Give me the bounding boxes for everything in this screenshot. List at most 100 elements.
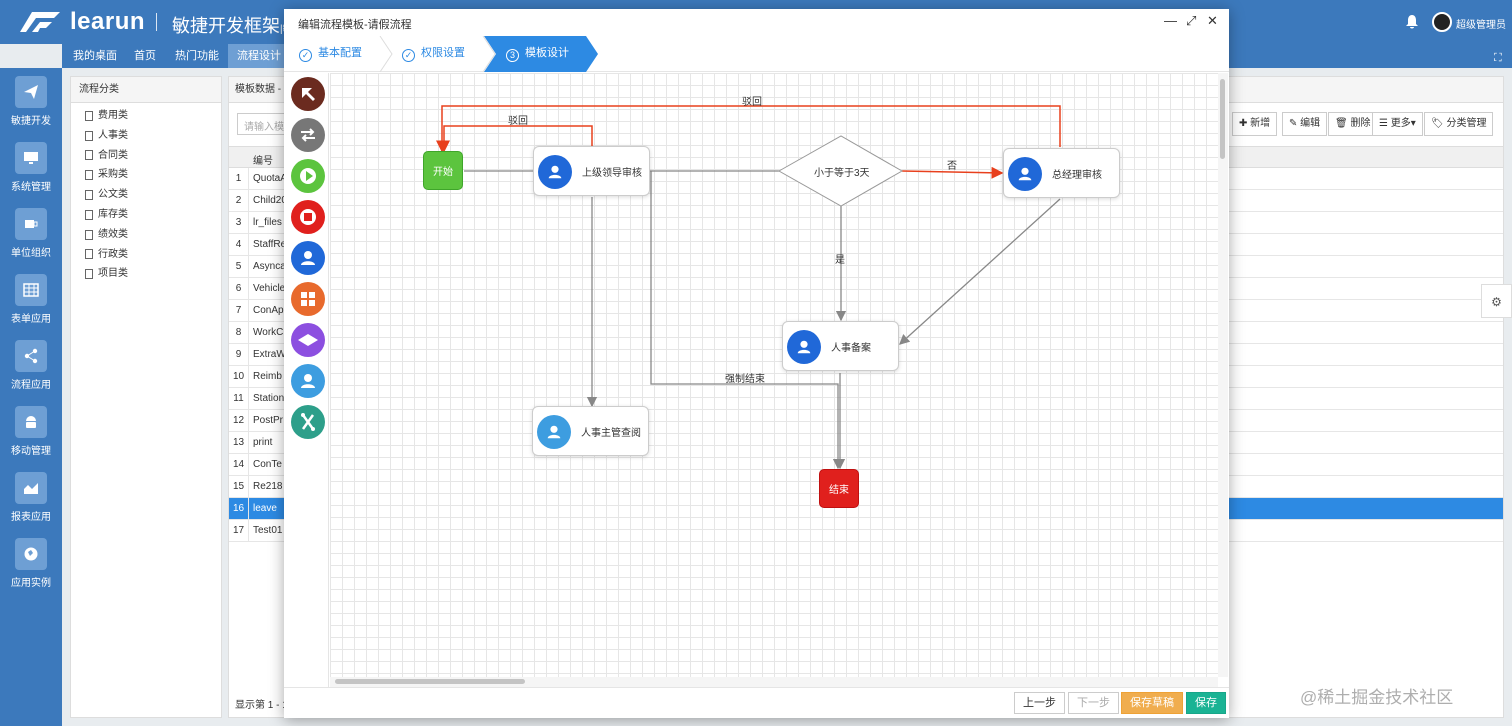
connector-tool[interactable]	[291, 118, 325, 152]
decision-label: 小于等于3天	[814, 168, 870, 179]
save-button[interactable]: 保存	[1186, 692, 1226, 714]
flow-canvas[interactable]: 开始 结束 上级领导审核 小于等于3天 总经理审核 人事备案 人事主管查阅 驳回…	[330, 73, 1218, 677]
edit-button[interactable]: ✎ 编辑	[1282, 112, 1328, 136]
maximize-icon[interactable]: ⤢	[1186, 13, 1197, 28]
play-icon	[300, 168, 316, 184]
review-node-tool[interactable]	[291, 364, 325, 398]
tab-home[interactable]: 首页	[134, 50, 156, 62]
send-icon	[15, 76, 47, 108]
edge-label-reject: 驳回	[508, 116, 528, 127]
category-manage-button[interactable]: 🏷 分类管理	[1424, 112, 1494, 136]
end-node-tool[interactable]	[291, 200, 325, 234]
edge-force-end[interactable]	[650, 171, 844, 470]
start-node[interactable]: 开始	[423, 151, 463, 190]
sidebar-item-flow[interactable]: 流程应用	[0, 332, 62, 391]
tab-my-desktop[interactable]: 我的桌面	[73, 50, 117, 62]
horizontal-scrollbar[interactable]	[330, 677, 1218, 687]
tree-item[interactable]: 项目类	[71, 264, 221, 284]
globe-icon	[15, 538, 47, 570]
category-panel-title: 流程分类	[71, 77, 221, 103]
file-icon	[85, 190, 93, 201]
user-icon	[787, 330, 821, 364]
tree-item[interactable]: 合同类	[71, 146, 221, 166]
app-name: learun	[70, 8, 146, 35]
edge-no[interactable]	[901, 166, 1004, 179]
sidebar-item-org[interactable]: 单位组织	[0, 200, 62, 259]
step-permission[interactable]: ✓权限设置	[402, 36, 465, 71]
user-icon	[537, 415, 571, 449]
decision-shape[interactable]	[777, 135, 904, 207]
parallel-node-tool[interactable]	[291, 405, 325, 439]
form-node-tool[interactable]	[291, 282, 325, 316]
tree-item[interactable]: 库存类	[71, 205, 221, 225]
file-icon	[85, 249, 93, 260]
sidebar-item-agile[interactable]: 敏捷开发	[0, 68, 62, 127]
row-number: 3	[229, 212, 249, 233]
vertical-scrollbar[interactable]	[1218, 73, 1228, 677]
sidebar-item-examples[interactable]: 应用实例	[0, 530, 62, 589]
pager-info: 显示第 1 - 1	[235, 700, 288, 711]
fullscreen-icon[interactable]: ⛶	[1494, 52, 1502, 64]
step-basic-config[interactable]: ✓基本配置	[299, 36, 362, 71]
user-icon	[301, 374, 315, 388]
sidebar-item-reports[interactable]: 报表应用	[0, 464, 62, 523]
user-node-tool[interactable]	[291, 241, 325, 275]
file-icon	[85, 269, 93, 280]
node-leader-review[interactable]: 上级领导审核	[533, 146, 650, 196]
android-icon	[15, 406, 47, 438]
row-code: QuotaA	[253, 173, 285, 184]
edge-reject-leader[interactable]	[438, 125, 593, 153]
monitor-icon	[15, 142, 47, 174]
tree-item[interactable]: 采购类	[71, 165, 221, 185]
row-code: WorkC	[253, 327, 284, 338]
close-icon[interactable]: ✕	[1207, 13, 1218, 28]
tree-item[interactable]: 绩效类	[71, 225, 221, 245]
area-chart-icon	[15, 472, 47, 504]
row-number: 4	[229, 234, 249, 255]
check-circle-icon: ✓	[299, 49, 312, 62]
sidebar-item-forms[interactable]: 表单应用	[0, 266, 62, 325]
tab-hot[interactable]: 热门功能	[175, 50, 219, 62]
minimize-icon[interactable]: —	[1164, 13, 1177, 28]
file-icon	[85, 110, 93, 121]
start-node-tool[interactable]	[291, 159, 325, 193]
next-step-button[interactable]: 下一步	[1068, 692, 1119, 714]
pointer-tool[interactable]	[291, 77, 325, 111]
row-code: ConTe	[253, 459, 282, 470]
prev-step-button[interactable]: 上一步	[1014, 692, 1065, 714]
file-icon	[85, 229, 93, 240]
arrow-icon	[302, 88, 315, 101]
delete-button[interactable]: 🗑 删除	[1328, 112, 1378, 136]
edge-reject-gm[interactable]	[436, 105, 1061, 153]
user-name[interactable]: 超级管理员	[1456, 20, 1506, 31]
add-button[interactable]: ✚ 新增	[1232, 112, 1278, 136]
row-code: StaffRe	[253, 239, 285, 250]
row-code: Vehicle	[253, 283, 285, 294]
avatar[interactable]	[1432, 12, 1452, 32]
tab-flow-design[interactable]: 流程设计	[228, 44, 290, 68]
tree-item[interactable]: 行政类	[71, 245, 221, 265]
more-button[interactable]: ☰ 更多▾	[1372, 112, 1423, 136]
sidebar-item-system[interactable]: 系统管理	[0, 134, 62, 193]
sidebar-item-mobile[interactable]: 移动管理	[0, 398, 62, 457]
row-number: 2	[229, 190, 249, 211]
flow-edges	[436, 105, 1061, 470]
end-node[interactable]: 结束	[819, 469, 859, 508]
tree-item[interactable]: 费用类	[71, 106, 221, 126]
node-hr-record[interactable]: 人事备案	[782, 321, 899, 371]
node-hr-view[interactable]: 人事主管查阅	[532, 406, 649, 456]
gear-icon[interactable]: ⚙	[1481, 284, 1512, 318]
edge-gm-to-hr[interactable]	[899, 198, 1061, 345]
row-number: 7	[229, 300, 249, 321]
tree-item[interactable]: 人事类	[71, 126, 221, 146]
save-draft-button[interactable]: 保存草稿	[1121, 692, 1183, 714]
condition-node-tool[interactable]	[291, 323, 325, 357]
divider	[156, 13, 157, 31]
bell-icon[interactable]	[1404, 14, 1420, 30]
tree-item[interactable]: 公文类	[71, 185, 221, 205]
file-icon	[85, 170, 93, 181]
node-gm-review[interactable]: 总经理审核	[1003, 148, 1120, 198]
